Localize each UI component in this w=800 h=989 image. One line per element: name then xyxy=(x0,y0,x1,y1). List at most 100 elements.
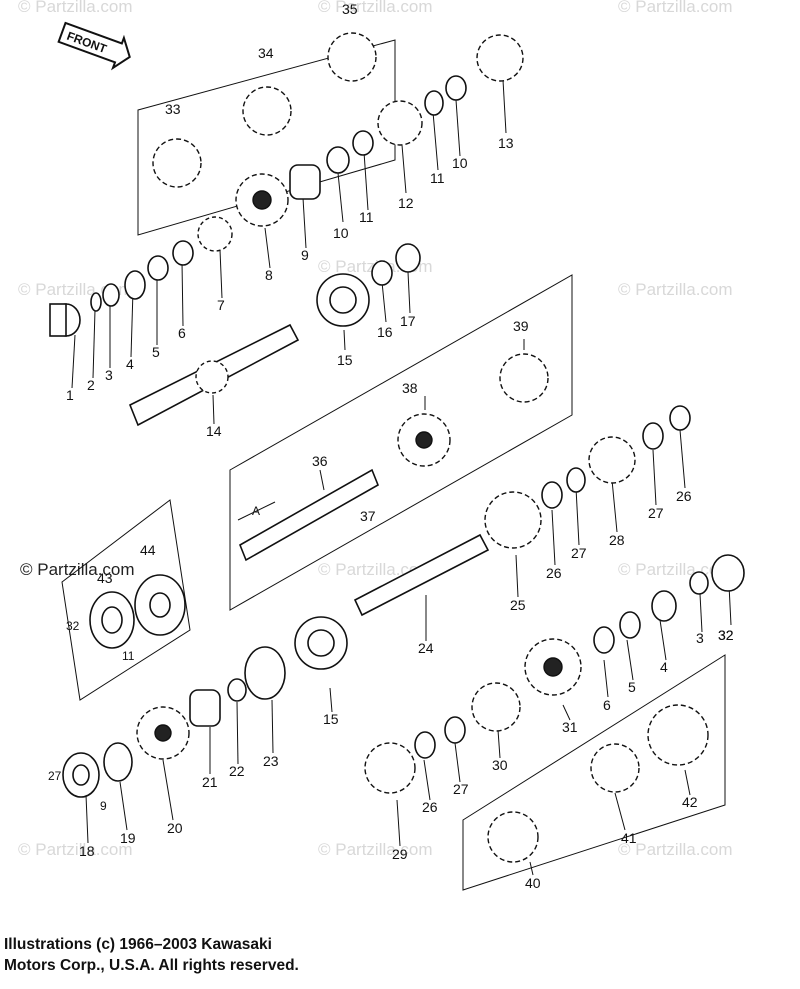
gear-38-hub xyxy=(415,431,433,449)
shaft-36 xyxy=(238,468,380,562)
callout: 43 xyxy=(97,570,113,586)
gear-7 xyxy=(197,216,233,252)
callout: 38 xyxy=(402,380,418,396)
callout: 30 xyxy=(492,757,508,773)
gear-41 xyxy=(590,743,640,793)
circlip-11b xyxy=(424,90,444,116)
callout: 11 xyxy=(359,209,374,225)
callout: 13 xyxy=(498,135,514,151)
callout-layer: 1 2 3 4 5 6 7 8 9 10 10 11 11 12 13 14 1… xyxy=(66,1,734,891)
washer-10b xyxy=(445,75,467,101)
gear-35 xyxy=(327,32,377,82)
o-ring-22 xyxy=(227,678,247,702)
callout: 4 xyxy=(126,356,134,372)
callout: 27 xyxy=(571,545,587,561)
callout: 3 xyxy=(696,630,704,646)
gear-42 xyxy=(647,704,709,766)
callout: 4 xyxy=(660,659,668,675)
callout: 33 xyxy=(165,101,181,117)
callout: 44 xyxy=(140,542,156,558)
circlip-11 xyxy=(352,130,374,156)
gear-25 xyxy=(484,491,542,549)
callout: 12 xyxy=(398,195,414,211)
dim-nut43-width: 32 xyxy=(66,619,80,633)
front-arrow: FRONT xyxy=(57,21,131,71)
callout: 34 xyxy=(258,45,274,61)
gear-12 xyxy=(377,100,423,146)
callout: 26 xyxy=(546,565,562,581)
callout: 17 xyxy=(400,313,416,329)
callout: 16 xyxy=(377,324,393,340)
callout: 39 xyxy=(513,318,529,334)
watermark-layer: © Partzilla.com © Partzilla.com © Partzi… xyxy=(18,0,733,859)
callout: 22 xyxy=(229,763,245,779)
washer-5b xyxy=(619,611,641,639)
gear-28 xyxy=(588,436,636,484)
gear-33 xyxy=(152,138,202,188)
gear-39 xyxy=(499,353,549,403)
dim-nut43-thickness: 11 xyxy=(122,649,135,663)
watermark: © Partzilla.com xyxy=(618,0,733,16)
copyright-line-1: Illustrations (c) 1966–2003 Kawasaki xyxy=(4,936,272,953)
parts-artwork xyxy=(49,32,745,863)
lockwasher-44-bore xyxy=(149,592,171,618)
nut-43-bore xyxy=(101,606,123,634)
copyright-notice: Illustrations (c) 1966–2003 Kawasaki Mot… xyxy=(4,934,424,976)
callout: 40 xyxy=(525,875,541,891)
callout: 36 xyxy=(312,453,328,469)
callout: 15 xyxy=(337,352,353,368)
gear-8-hub xyxy=(252,190,272,210)
callout: 32 xyxy=(718,627,734,643)
circlip-27c xyxy=(444,716,466,744)
countershaft-24 xyxy=(353,533,490,617)
watermark: © Partzilla.com xyxy=(18,840,133,859)
gear-40 xyxy=(487,811,539,863)
callout: 7 xyxy=(217,297,225,313)
circlip-27b xyxy=(566,467,586,493)
callout: 10 xyxy=(452,155,468,171)
dim-nut18-width: 27 xyxy=(48,769,62,783)
leader-lines xyxy=(71,79,732,876)
callout: 29 xyxy=(392,846,408,862)
dim-nut18-thickness: 9 xyxy=(100,799,107,813)
callout: 37 xyxy=(360,508,376,524)
callout: 32 xyxy=(718,627,734,643)
callout: 20 xyxy=(167,820,183,836)
washer-26b xyxy=(541,481,563,509)
washer-6b xyxy=(593,626,615,654)
washer-10 xyxy=(326,146,350,174)
callout: 19 xyxy=(120,830,136,846)
watermark-prominent: © Partzilla.com xyxy=(20,560,135,579)
gear-34 xyxy=(242,86,292,136)
callout: 41 xyxy=(621,830,637,846)
dimension-marks: 32 11 27 9 A xyxy=(48,501,276,813)
lockwasher-19 xyxy=(103,742,133,782)
watermark: © Partzilla.com xyxy=(618,280,733,299)
needle-bearing-4b xyxy=(651,590,677,622)
callout: 42 xyxy=(682,794,698,810)
callout: 9 xyxy=(301,247,309,263)
callout: 1 xyxy=(66,387,74,403)
watermark: © Partzilla.com xyxy=(318,0,433,16)
watermark: © Partzilla.com xyxy=(318,840,433,859)
washer-26c xyxy=(414,731,436,759)
callout: 27 xyxy=(648,505,664,521)
callout: 26 xyxy=(676,488,692,504)
callout: 15 xyxy=(323,711,339,727)
callout: 10 xyxy=(333,225,349,241)
bearing-15-inner xyxy=(329,286,357,314)
washer-26 xyxy=(669,405,691,431)
nut-18-bore xyxy=(72,764,90,786)
callout: 8 xyxy=(265,267,273,283)
circlip-27 xyxy=(642,422,664,450)
sprocket-20-hub xyxy=(154,724,172,742)
callout: 5 xyxy=(628,679,636,695)
collar-32 xyxy=(711,554,745,592)
gear-13 xyxy=(476,34,524,82)
callout: 11 xyxy=(430,170,445,186)
collar-21 xyxy=(189,689,221,727)
bearing-15b-inner xyxy=(307,629,335,657)
washer-5 xyxy=(147,255,169,281)
washer-16 xyxy=(371,260,393,286)
callout: 14 xyxy=(206,423,222,439)
